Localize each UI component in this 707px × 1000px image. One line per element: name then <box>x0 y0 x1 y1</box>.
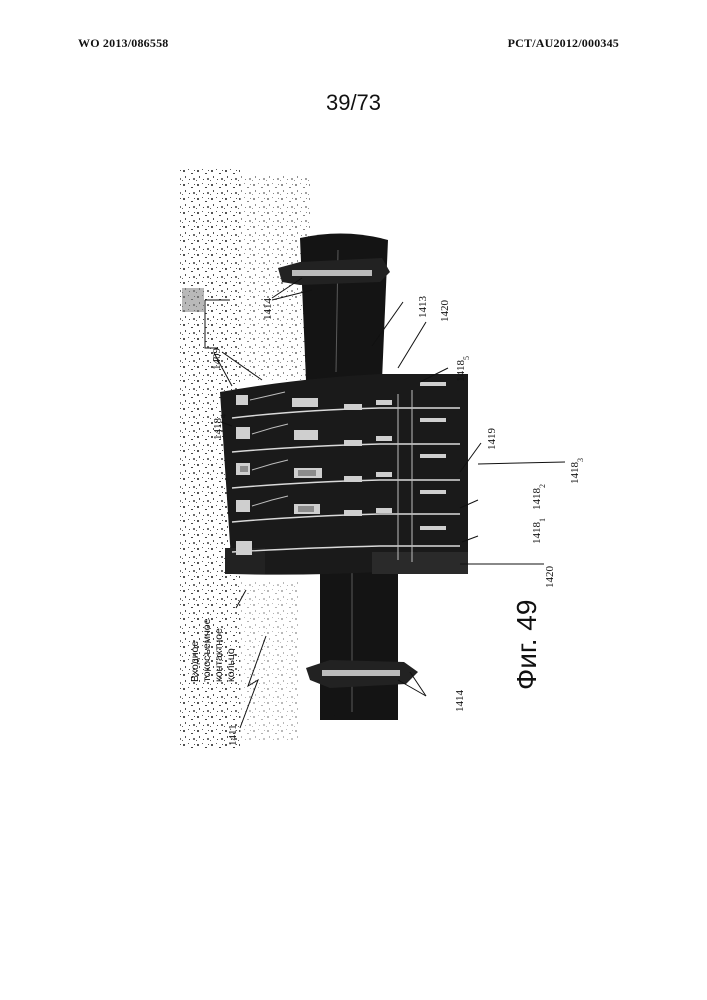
label-1411: 1411 <box>227 724 239 746</box>
label-1418-2: 14182 <box>531 484 547 510</box>
label-1414-top: 1414 <box>262 298 274 321</box>
label-1420-bottom: 1420 <box>544 566 556 589</box>
label-1418-1: 14181 <box>531 518 547 544</box>
label-1413: 1413 <box>417 296 429 319</box>
label-1418-5: 14185 <box>455 356 471 382</box>
label-1418-3: 14183 <box>569 458 585 484</box>
label-1419: 1419 <box>486 428 498 451</box>
label-1409: 1409 <box>211 348 223 371</box>
svg-text:контактное: контактное <box>213 628 225 682</box>
svg-text:кольцо: кольцо <box>225 648 237 682</box>
label-1420-top: 1420 <box>439 300 451 323</box>
figure-caption: Фиг. 49 <box>511 600 542 690</box>
slip-ring-body <box>220 374 468 575</box>
label-1414-bottom: 1414 <box>454 690 466 713</box>
bottom-clamp <box>306 660 418 688</box>
svg-text:токосъемное: токосъемное <box>201 618 213 682</box>
svg-text:Входное: Входное <box>189 641 201 682</box>
